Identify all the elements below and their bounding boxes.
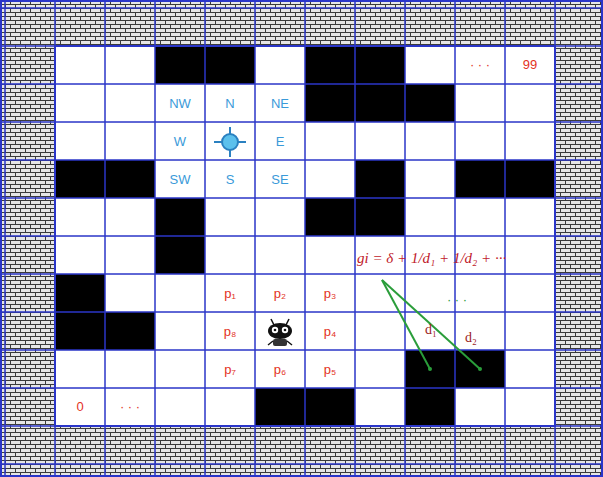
compass-dial [222,134,238,150]
robot-pupil [274,329,277,332]
robot-head [268,323,292,339]
robot-antenna [286,319,289,325]
neighbor-label: p₁ [224,287,236,301]
robot-eye [282,327,288,333]
direction-label: SW [170,173,191,187]
distance-label: d₁ [425,322,437,337]
cell-index: 0 [76,400,83,414]
direction-label: SE [271,173,288,187]
ellipsis-label: · · · [120,400,140,414]
neighbor-label: p₂ [274,287,286,301]
robot-icon [268,319,292,346]
distance-line [382,280,430,369]
neighbor-label: p₈ [224,325,237,339]
robot-body [273,339,287,346]
direction-label: E [276,135,285,149]
robot-arm [268,341,273,345]
robot-antenna [271,319,274,325]
neighbor-label: p₄ [324,325,337,339]
distance-lines [382,280,482,371]
direction-label: N [225,97,234,111]
cell-index: 99 [523,58,537,72]
neighbor-label: p₅ [324,363,336,377]
ellipsis-label: · · · [447,293,467,307]
distance-label: d₂ [465,330,477,345]
robot-arm [287,341,292,345]
formula-label: gi = δ + 1/d₁ + 1/d₂ + ··· [357,250,506,267]
direction-label: NW [169,97,191,111]
neighbor-label: p₆ [274,363,286,377]
robot-eye [272,327,278,333]
direction-label: W [174,135,186,149]
neighbor-label: p₃ [324,287,337,301]
compass-symbol [214,127,246,157]
direction-label: S [226,173,235,187]
line-end [428,367,432,371]
robot-pupil [284,329,287,332]
direction-label: NE [271,97,289,111]
distance-line [382,280,480,369]
ellipsis-label: · · · [470,58,490,72]
grid-border [55,46,555,426]
line-end [478,367,482,371]
neighbor-label: p₇ [224,363,236,377]
